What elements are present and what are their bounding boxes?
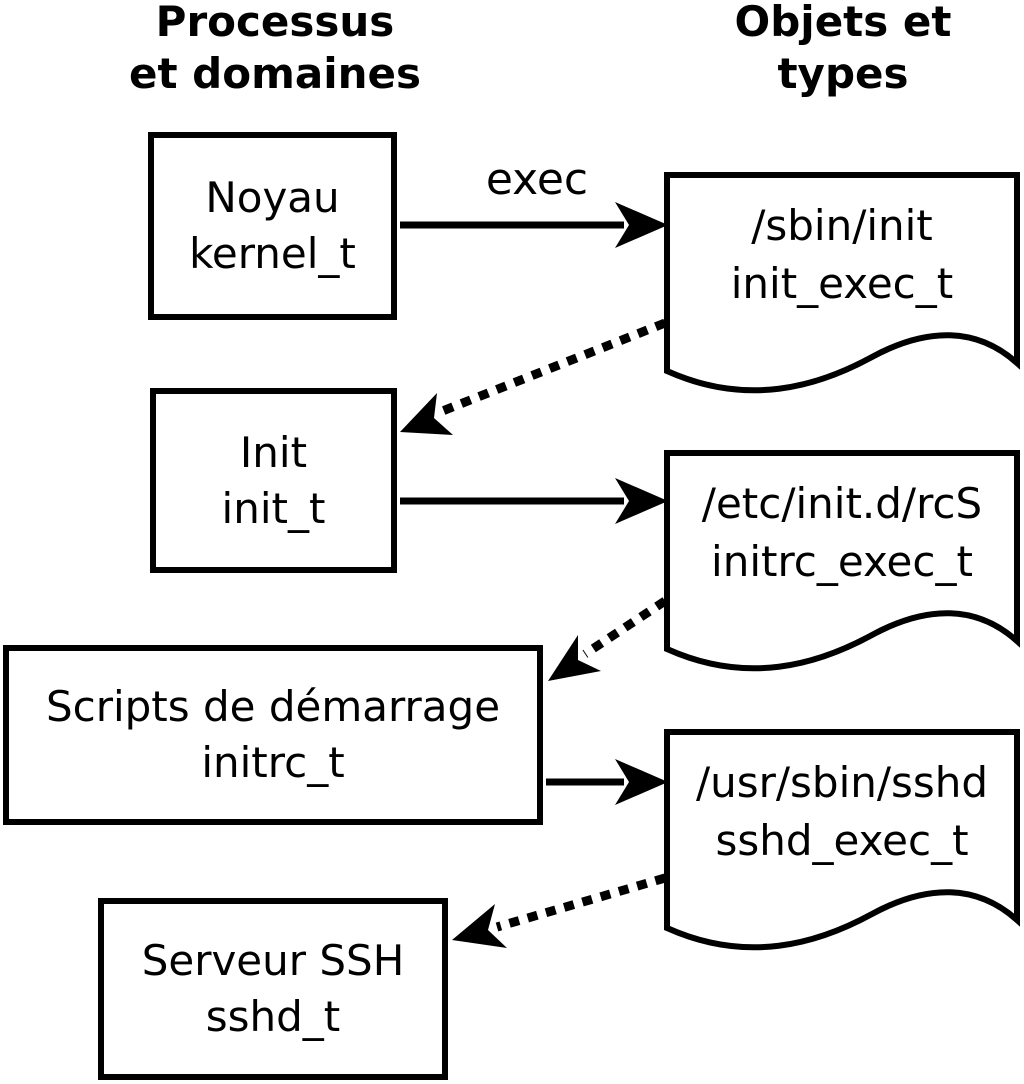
edge-dotted-sbin-init-to-init (400, 318, 667, 435)
object-type: initrc_exec_t (711, 537, 973, 586)
object-path: /sbin/init (751, 201, 933, 250)
edge-dotted-sshd-to-serveur (452, 873, 667, 948)
process-node-initrc: Scripts de démarrage initrc_t (3, 645, 543, 825)
document-shape (664, 450, 1020, 672)
object-type: sshd_exec_t (715, 816, 969, 865)
column-header-processes: Processus et domaines (75, 0, 475, 100)
column-header-line2: et domaines (129, 49, 421, 98)
process-domain: init_t (221, 483, 326, 533)
object-node-etc-initd-rcS: /etc/init.d/rcS initrc_exec_t (664, 450, 1020, 688)
document-shape (664, 729, 1020, 951)
process-node-sshd: Serveur SSH sshd_t (98, 898, 448, 1080)
process-domain: sshd_t (205, 992, 341, 1041)
column-header-objects: Objets et types (643, 0, 1024, 100)
column-header-line1: Objets et (734, 0, 952, 46)
object-node-usr-sbin-sshd: /usr/sbin/sshd sshd_exec_t (664, 729, 1020, 967)
document-shape (664, 172, 1020, 394)
process-node-kernel: Noyau kernel_t (148, 132, 397, 320)
process-domain: kernel_t (189, 229, 356, 278)
edge-solid-init-to-rcS (400, 478, 668, 524)
object-path: /usr/sbin/sshd (695, 758, 989, 807)
edge-solid-initrc-to-sshd (546, 759, 668, 805)
edge-dotted-rcS-to-initrc (548, 597, 668, 681)
object-path: /etc/init.d/rcS (701, 479, 983, 528)
process-label: Noyau (205, 173, 340, 222)
object-type: init_exec_t (730, 259, 954, 308)
process-label: Scripts de démarrage (45, 682, 501, 731)
process-node-init: Init init_t (150, 388, 397, 573)
column-header-line2: types (777, 49, 909, 98)
edge-label-exec: exec (485, 154, 589, 205)
process-label: Serveur SSH (141, 936, 405, 985)
process-domain: initrc_t (201, 738, 345, 787)
process-label: Init (239, 427, 308, 477)
column-header-line1: Processus (155, 0, 395, 46)
edge-solid-kernel-to-sbin-init (400, 202, 668, 248)
object-node-sbin-init: /sbin/init init_exec_t (664, 172, 1020, 410)
